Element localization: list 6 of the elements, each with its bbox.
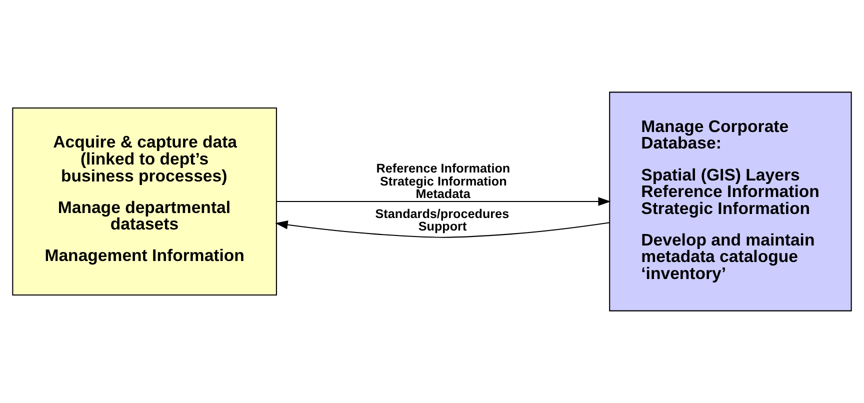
edge-label: Standards/procedures Support xyxy=(375,206,510,234)
edge-label: Reference Information Strategic Information Metadata xyxy=(376,162,510,201)
arrow xyxy=(275,220,610,238)
arrow xyxy=(276,197,611,206)
node-box: Manage Corporate Database: Spatial (GIS) Layers Reference Information Strategic Information Develop and maintain metadata catalogue ‘inventory’ xyxy=(609,92,852,312)
node-box: Acquire & capture data (linked to dept’s business processes) Manage departmental datasets Management Information xyxy=(12,107,277,296)
